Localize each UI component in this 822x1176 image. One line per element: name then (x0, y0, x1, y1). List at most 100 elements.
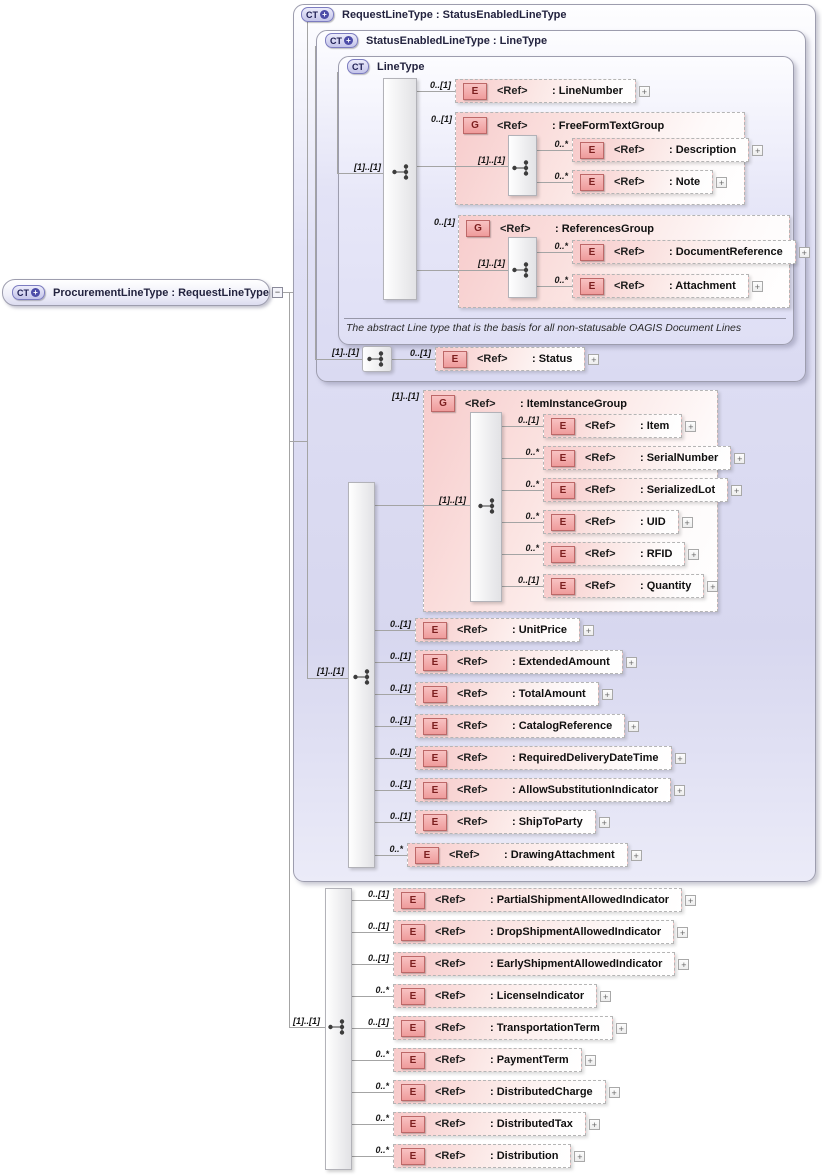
element-badge: E (423, 781, 447, 799)
cardinality-label: 0..* (525, 447, 539, 457)
expand-icon[interactable]: + (678, 958, 690, 970)
element-box[interactable]: E<Ref>: EarlyShipmentAllowedIndicator (393, 952, 676, 976)
expand-icon[interactable]: + (731, 484, 743, 496)
element-box[interactable]: E<Ref>: Note (572, 170, 714, 194)
expand-icon[interactable]: + (598, 816, 610, 828)
element-name: : SerializedLot (640, 484, 716, 496)
cardinality-label: 0..* (554, 241, 568, 251)
element-badge: E (423, 685, 447, 703)
extension-icon: + (344, 36, 353, 45)
element-box[interactable]: E<Ref>: DistributedCharge (393, 1080, 606, 1104)
expand-icon[interactable]: + (734, 452, 746, 464)
frame-header-request-line-type: CT+ RequestLineType : StatusEnabledLineT… (301, 7, 567, 22)
element-badge: E (551, 449, 575, 467)
expand-icon[interactable]: + (707, 580, 719, 592)
element-row-rfid: E<Ref>: RFID + (543, 542, 700, 566)
expand-icon[interactable]: + (574, 1150, 586, 1162)
element-box[interactable]: E<Ref>: ShipToParty (415, 810, 596, 834)
expand-icon[interactable]: + (688, 548, 700, 560)
element-box[interactable]: E<Ref>: Item (543, 414, 683, 438)
connector-line (352, 1060, 393, 1061)
expand-icon[interactable]: + (601, 688, 613, 700)
expand-icon[interactable]: + (751, 280, 763, 292)
expand-icon[interactable]: + (716, 176, 728, 188)
element-box[interactable]: E<Ref>: AllowSubstitutionIndicator (415, 778, 672, 802)
connector-line (375, 662, 415, 663)
expand-icon[interactable]: + (752, 144, 764, 156)
ref-label: <Ref> (477, 353, 508, 365)
expand-icon[interactable]: + (583, 624, 595, 636)
ref-label: <Ref> (500, 222, 531, 235)
element-box[interactable]: E<Ref>: UID (543, 510, 679, 534)
ref-label: <Ref> (585, 548, 616, 560)
element-box[interactable]: E<Ref>: DistributedTax (393, 1112, 586, 1136)
sequence-bar (470, 412, 502, 602)
element-box[interactable]: E<Ref>: LicenseIndicator (393, 984, 598, 1008)
expand-icon[interactable]: + (615, 1022, 627, 1034)
cardinality-label: 0..[1] (389, 651, 411, 661)
expand-icon[interactable]: + (685, 894, 697, 906)
connector-line (283, 292, 293, 293)
element-box[interactable]: E<Ref>: CatalogReference (415, 714, 626, 738)
element-box[interactable]: E<Ref>: PartialShipmentAllowedIndicator (393, 888, 683, 912)
element-box[interactable]: E<Ref>: Distribution (393, 1144, 572, 1168)
element-name: : LicenseIndicator (490, 990, 585, 1002)
element-box[interactable]: E<Ref>: TotalAmount (415, 682, 599, 706)
frame-header-line-type: CT LineType (347, 59, 424, 74)
element-box[interactable]: E<Ref>: DocumentReference (572, 240, 796, 264)
expand-icon[interactable]: + (588, 1118, 600, 1130)
ref-label: <Ref> (585, 516, 616, 528)
expand-icon[interactable]: + (588, 353, 600, 365)
element-box[interactable]: E<Ref>: RFID (543, 542, 686, 566)
expand-icon[interactable]: + (584, 1054, 596, 1066)
element-row-document-reference: E<Ref>: DocumentReference + (572, 240, 810, 264)
element-box[interactable]: E<Ref>: LineNumber (455, 79, 636, 103)
element-row-transportation-term: E<Ref>: TransportationTerm + (393, 1016, 627, 1040)
element-name: : Quantity (640, 580, 692, 592)
connector-line (352, 1124, 393, 1125)
element-row-serial-number: E<Ref>: SerialNumber + (543, 446, 746, 470)
element-row-early-shipment-allowed-indicator: E<Ref>: EarlyShipmentAllowedIndicator + (393, 952, 690, 976)
expand-icon[interactable]: + (685, 420, 697, 432)
connector-line (289, 441, 307, 442)
cardinality-label: 0..[1] (389, 779, 411, 789)
expand-icon[interactable]: + (674, 784, 686, 796)
connector-line (352, 932, 393, 933)
expand-icon[interactable]: + (677, 926, 689, 938)
expand-icon[interactable]: + (681, 516, 693, 528)
expand-icon[interactable]: + (628, 720, 640, 732)
element-box[interactable]: E<Ref>: UnitPrice (415, 618, 581, 642)
expand-icon[interactable]: + (638, 85, 650, 97)
element-box[interactable]: E<Ref>: Status (435, 347, 586, 371)
expand-icon[interactable]: + (630, 849, 642, 861)
element-name: : Item (640, 420, 670, 432)
element-box[interactable]: E<Ref>: SerialNumber (543, 446, 732, 470)
element-badge: E (401, 1051, 425, 1069)
element-box[interactable]: E<Ref>: SerializedLot (543, 478, 729, 502)
ref-label: <Ref> (457, 784, 488, 796)
ref-label: <Ref> (585, 484, 616, 496)
element-name: : UnitPrice (512, 624, 568, 636)
collapse-toggle[interactable]: − (272, 287, 283, 298)
element-box[interactable]: E<Ref>: DropShipmentAllowedIndicator (393, 920, 675, 944)
root-type-box[interactable]: CT+ ProcurementLineType : RequestLineTyp… (2, 279, 270, 306)
expand-icon[interactable]: + (600, 990, 612, 1002)
element-name: : Attachment (669, 280, 736, 292)
element-badge: E (401, 955, 425, 973)
expand-icon[interactable]: + (625, 656, 637, 668)
element-box[interactable]: E<Ref>: TransportationTerm (393, 1016, 613, 1040)
element-box[interactable]: E<Ref>: Description (572, 138, 750, 162)
element-box[interactable]: E<Ref>: PaymentTerm (393, 1048, 582, 1072)
element-box[interactable]: E<Ref>: ExtendedAmount (415, 650, 623, 674)
element-box[interactable]: E<Ref>: DrawingAttachment (407, 843, 628, 867)
element-badge: E (551, 417, 575, 435)
element-row-item: E<Ref>: Item + (543, 414, 697, 438)
expand-icon[interactable]: + (674, 752, 686, 764)
expand-icon[interactable]: + (798, 246, 810, 258)
element-badge: E (551, 513, 575, 531)
element-box[interactable]: E<Ref>: Quantity (543, 574, 705, 598)
element-box[interactable]: E<Ref>: Attachment (572, 274, 749, 298)
element-box[interactable]: E<Ref>: RequiredDeliveryDateTime (415, 746, 672, 770)
expand-icon[interactable]: + (608, 1086, 620, 1098)
